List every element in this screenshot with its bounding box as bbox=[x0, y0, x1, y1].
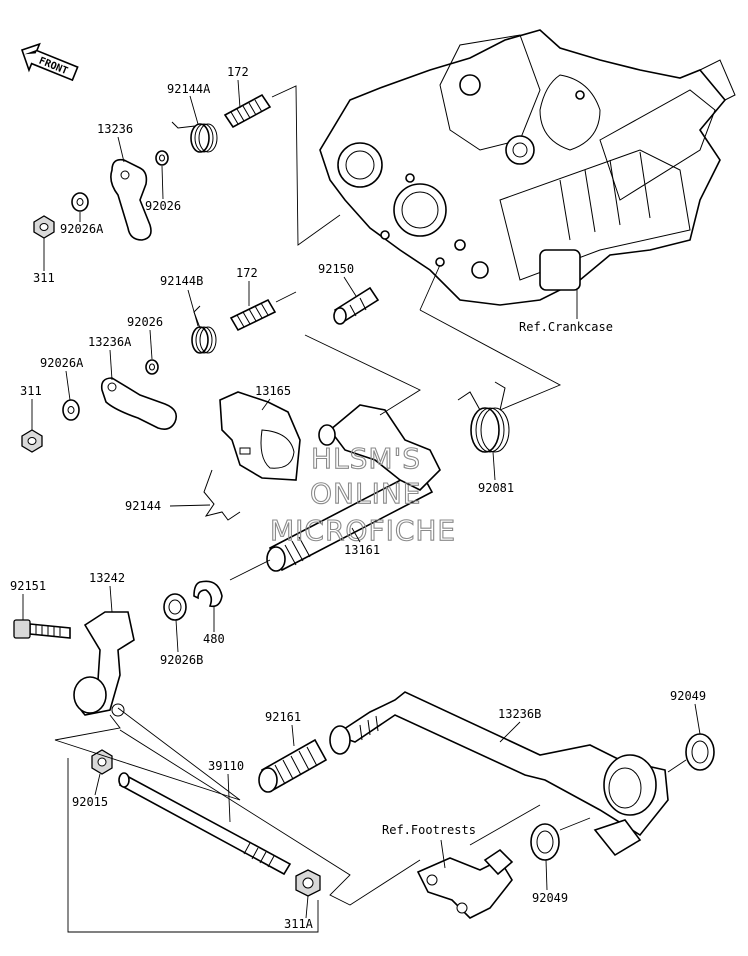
label-172-upper: 172 bbox=[227, 65, 249, 79]
label-480: 480 bbox=[203, 632, 225, 646]
label-92026A-lower: 92026A bbox=[40, 356, 84, 370]
shift-lever-13242 bbox=[73, 611, 135, 717]
label-92081: 92081 bbox=[478, 481, 514, 495]
spring-172-lower bbox=[229, 298, 277, 332]
shift-shaft-13161 bbox=[266, 404, 441, 572]
label-92049-upper: 92049 bbox=[670, 689, 706, 703]
circlip-480 bbox=[193, 580, 223, 608]
watermark-line-2: ONLINE bbox=[310, 477, 421, 510]
watermark-line-1: HLSM'S bbox=[311, 442, 421, 475]
label-92026B: 92026B bbox=[160, 653, 203, 667]
spring-92081 bbox=[457, 381, 510, 453]
label-92015: 92015 bbox=[72, 795, 108, 809]
plate-13165 bbox=[219, 391, 301, 481]
ref-footrests-label: Ref.Footrests bbox=[382, 823, 476, 837]
pin-92150 bbox=[333, 286, 380, 325]
label-92144: 92144 bbox=[125, 499, 161, 513]
watermark-line-3: MICROFICHE bbox=[270, 514, 456, 547]
label-92026-lower: 92026 bbox=[127, 315, 163, 329]
label-39110: 39110 bbox=[208, 759, 244, 773]
tie-rod-39110 bbox=[118, 772, 292, 876]
footrest-bracket bbox=[416, 848, 514, 919]
label-13236B: 13236B bbox=[498, 707, 541, 721]
label-92026A-upper: 92026A bbox=[60, 222, 104, 236]
watermark: HLSM'S ONLINE MICROFICHE bbox=[269, 441, 456, 547]
bolt-92151 bbox=[13, 619, 71, 639]
label-92026-upper: 92026 bbox=[145, 199, 181, 213]
label-13161: 13161 bbox=[344, 543, 380, 557]
spring-92144A bbox=[171, 121, 218, 153]
label-92150: 92150 bbox=[318, 262, 354, 276]
label-92049-lower: 92049 bbox=[532, 891, 568, 905]
label-311-lower: 311 bbox=[20, 384, 42, 398]
label-13242: 13242 bbox=[89, 571, 125, 585]
label-13236A: 13236A bbox=[88, 335, 132, 349]
label-311-upper: 311 bbox=[33, 271, 55, 285]
spring-92144 bbox=[203, 469, 241, 521]
spring-172-upper bbox=[223, 93, 272, 129]
rubber-92161 bbox=[258, 738, 328, 793]
label-311A: 311A bbox=[284, 917, 314, 931]
shift-arm-13236A bbox=[100, 377, 178, 430]
front-arrow-icon: FRONT bbox=[20, 42, 79, 82]
label-13165: 13165 bbox=[255, 384, 291, 398]
label-13236: 13236 bbox=[97, 122, 133, 136]
shift-pedal-13236B bbox=[329, 691, 669, 857]
ref-crankcase-label: Ref.Crankcase bbox=[519, 320, 613, 334]
spring-92144B bbox=[191, 305, 217, 354]
part-labels: 92144A 172 13236 92026 311 92026A 92144B… bbox=[10, 65, 706, 931]
crankcase-illustration bbox=[319, 29, 736, 306]
label-92144B: 92144B bbox=[160, 274, 203, 288]
label-92144A: 92144A bbox=[167, 82, 211, 96]
label-92151: 92151 bbox=[10, 579, 46, 593]
label-92161: 92161 bbox=[265, 710, 301, 724]
label-172-lower: 172 bbox=[236, 266, 258, 280]
